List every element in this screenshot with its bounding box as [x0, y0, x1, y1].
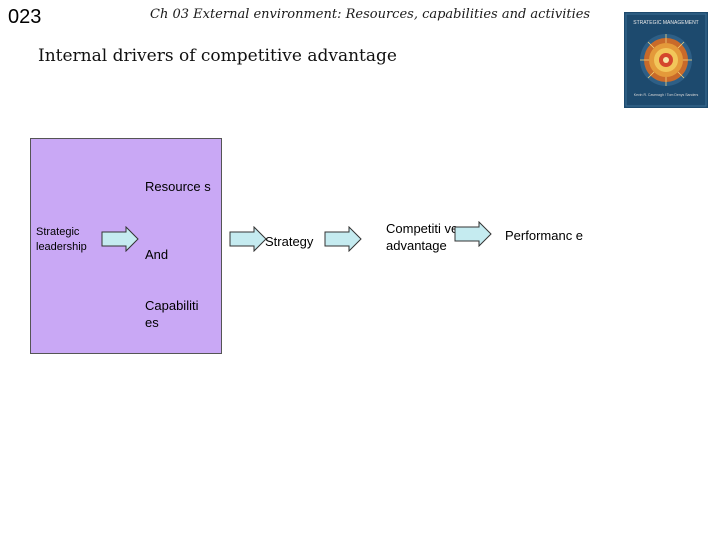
arrow-right-icon: [229, 226, 267, 252]
book-cover-authors: Kevin R. Cavenagh / Tom Denys Sanders: [634, 93, 699, 97]
book-cover-image: STRATEGIC MANAGEMENT Kevin R. Cavenagh /…: [624, 12, 708, 108]
book-cover-art: STRATEGIC MANAGEMENT Kevin R. Cavenagh /…: [624, 12, 708, 108]
slide-number: 023: [8, 6, 41, 29]
slide-title: Internal drivers of competitive advantag…: [38, 46, 397, 66]
label-and: And: [145, 246, 215, 263]
slide-header-title: Ch 03 External environment: Resources, c…: [150, 7, 560, 22]
arrow-right-icon: [324, 226, 362, 252]
label-strategic-leadership: Strategic leadership: [36, 225, 106, 255]
label-resources: Resource s: [145, 178, 215, 195]
label-performance: Performanc e: [505, 227, 585, 244]
label-capabilities: Capabiliti es: [145, 297, 215, 331]
book-cover-title: STRATEGIC MANAGEMENT: [633, 20, 698, 26]
arrow-right-icon: [454, 221, 492, 247]
arrow-right-icon: [101, 226, 139, 252]
